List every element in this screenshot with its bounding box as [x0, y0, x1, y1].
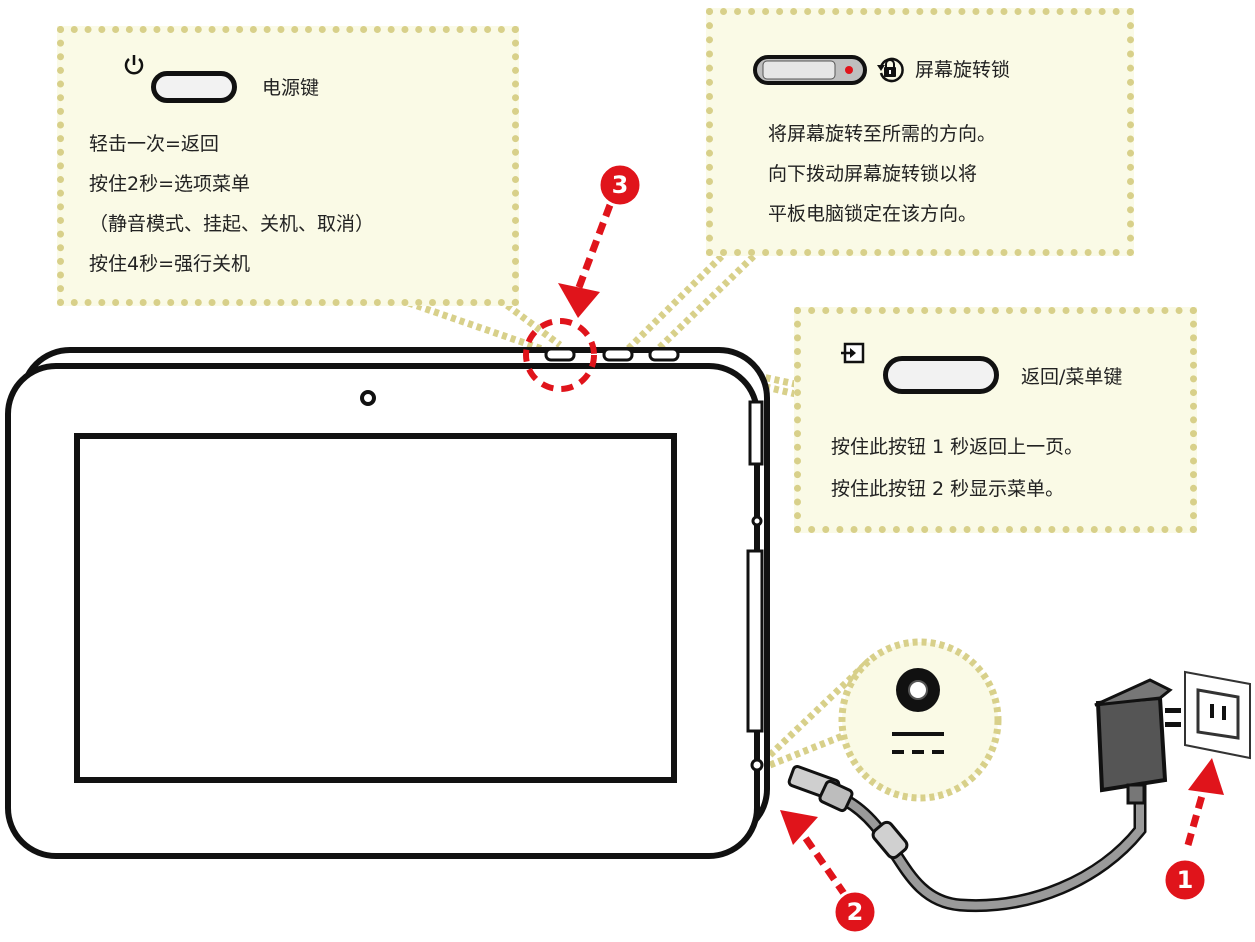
- step-badge-3: 3: [597, 162, 643, 208]
- side-volume-icon: [748, 400, 764, 466]
- wall-outlet-icon: [1184, 670, 1251, 760]
- power-key-line: （静音模式、挂起、关机、取消）: [89, 213, 375, 235]
- step-badges: 3 2 1: [597, 162, 1208, 935]
- power-key-line: 按住4秒=强行关机: [89, 253, 251, 275]
- focus-circle: [523, 318, 597, 392]
- dc-power-symbol: [892, 732, 944, 754]
- rotation-lock-line: 向下拨动屏幕旋转锁以将: [768, 163, 978, 185]
- arrow-icon: [1188, 758, 1224, 795]
- power-adapter-icon: [1094, 678, 1181, 805]
- rotation-lock-top: [602, 347, 634, 362]
- camera-icon: [360, 390, 376, 406]
- back-key-top: [648, 347, 680, 362]
- dc-callout: [838, 638, 1002, 802]
- rotation-lock-line: 将屏幕旋转至所需的方向。: [768, 123, 997, 145]
- power-icon: [122, 53, 146, 77]
- back-menu-line: 按住此按钮 1 秒返回上一页。: [831, 436, 1084, 458]
- side-card-slot: [746, 549, 764, 733]
- power-key-title: 电源键: [262, 77, 320, 99]
- arrow-icon: [558, 283, 600, 318]
- back-icon: [839, 342, 867, 366]
- step-number-1: 1: [1177, 866, 1194, 894]
- rotation-lock-switch: [753, 55, 867, 85]
- rotation-lock-line: 平板电脑锁定在该方向。: [768, 203, 978, 225]
- back-menu-line: 按住此按钮 2 秒显示菜单。: [831, 478, 1065, 500]
- dc-plug-icon: [787, 765, 854, 813]
- tablet-screen: [74, 433, 677, 783]
- back-menu-title: 返回/菜单键: [1021, 366, 1123, 388]
- power-key-line: 按住2秒=选项菜单: [89, 173, 251, 195]
- power-key-callout: 电源键 轻击一次=返回 按住2秒=选项菜单 （静音模式、挂起、关机、取消） 按住…: [57, 26, 519, 306]
- step-badge-1: 1: [1162, 857, 1208, 903]
- dc-jack-icon: [750, 758, 764, 772]
- step-badge-2: 2: [832, 889, 878, 935]
- back-menu-pill: [883, 356, 999, 394]
- power-key-line: 轻击一次=返回: [89, 133, 219, 155]
- power-key-top: [544, 347, 576, 362]
- back-menu-callout: 返回/菜单键 按住此按钮 1 秒返回上一页。 按住此按钮 2 秒显示菜单。: [794, 307, 1197, 533]
- power-key-pill: [151, 71, 237, 103]
- step-number-3: 3: [612, 171, 629, 199]
- lock-icon: [875, 55, 905, 85]
- rotation-lock-title: 屏幕旋转锁: [915, 59, 1011, 81]
- step-number-2: 2: [847, 898, 864, 926]
- rotation-lock-callout: 屏幕旋转锁 将屏幕旋转至所需的方向。 向下拨动屏幕旋转锁以将 平板电脑锁定在该方…: [706, 8, 1134, 256]
- tablet-device: [5, 347, 770, 859]
- arrow-icon: [780, 810, 818, 845]
